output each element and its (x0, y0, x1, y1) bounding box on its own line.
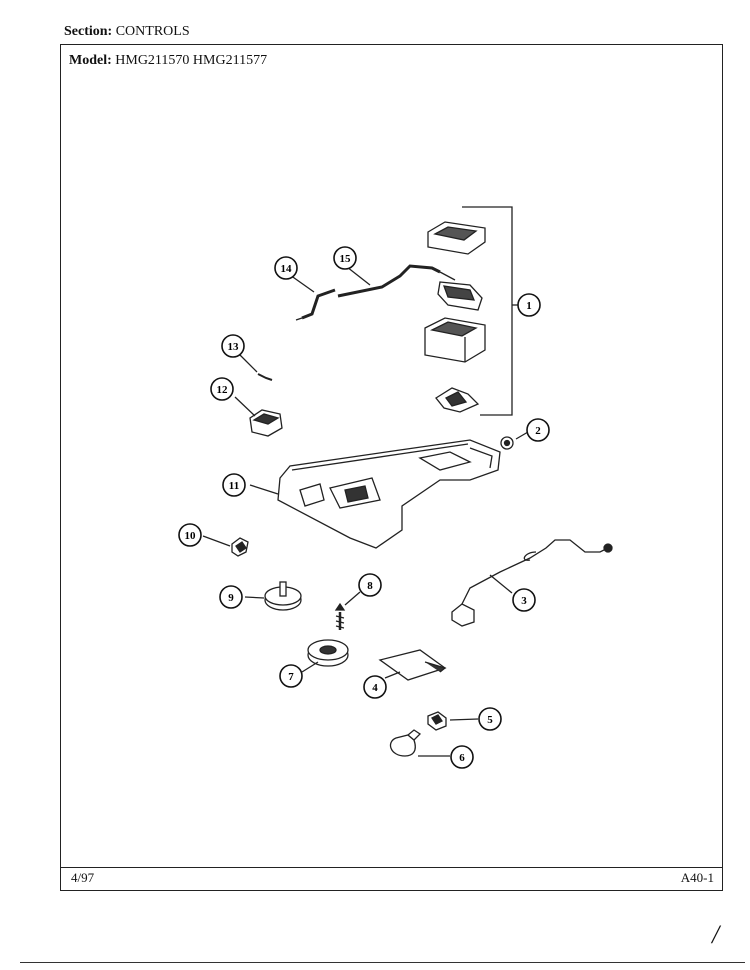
model-label: Model: (69, 53, 112, 68)
callout-circle (333, 246, 357, 270)
callout-number: 4 (372, 682, 378, 694)
page-mark: / (712, 920, 720, 949)
callout-circle (178, 523, 202, 547)
part-3-harness (451, 539, 613, 627)
model-value: HMG211570 HMG211577 (115, 53, 268, 68)
callout-number: 10 (185, 530, 197, 542)
callout-circle (450, 745, 474, 769)
callout-number: 1 (526, 300, 532, 312)
callout-circle (279, 664, 303, 688)
part-12-switch (234, 396, 283, 437)
callout-8: 8 (358, 573, 382, 597)
callout-circle (478, 707, 502, 731)
section-title: Section: CONTROLS (64, 24, 190, 40)
callout-13: 13 (221, 334, 245, 358)
callout-10: 10 (178, 523, 202, 547)
callout-circle (358, 573, 382, 597)
callout-number: 6 (459, 752, 465, 764)
callout-circle (512, 588, 536, 612)
part-1-kit (424, 206, 518, 416)
callout-number: 5 (487, 714, 493, 726)
part-6-bulb (389, 729, 450, 757)
callout-number: 2 (535, 425, 541, 437)
callout-11: 11 (222, 473, 246, 497)
callout-number: 14 (281, 263, 293, 275)
callout-15: 15 (333, 246, 357, 270)
callout-number: 7 (288, 671, 294, 683)
part-10-clip (202, 535, 249, 557)
part-5-socket (427, 711, 479, 731)
footer-divider (61, 867, 722, 868)
callout-circle (221, 334, 245, 358)
callout-5: 5 (478, 707, 502, 731)
part-2-nut (500, 431, 529, 450)
callout-2: 2 (526, 418, 550, 442)
callout-circle (222, 473, 246, 497)
section-label: Section: (64, 24, 113, 39)
callout-number: 12 (217, 384, 229, 396)
callout-circle (517, 293, 541, 317)
callout-number: 15 (340, 253, 352, 265)
callout-number: 8 (367, 580, 373, 592)
footer-page-code: A40-1 (680, 870, 714, 885)
part-15-rod (337, 264, 456, 298)
callout-14: 14 (274, 256, 298, 280)
callout-circle (363, 675, 387, 699)
callout-1: 1 (517, 293, 541, 317)
callout-7: 7 (279, 664, 303, 688)
callout-number: 13 (228, 341, 240, 353)
section-value: CONTROLS (115, 24, 190, 39)
callout-circle (210, 377, 234, 401)
callout-6: 6 (450, 745, 474, 769)
bottom-rule (20, 962, 745, 963)
part-8-screw (334, 591, 361, 630)
model-title: Model: HMG211570 HMG211577 (69, 53, 267, 69)
callout-4: 4 (363, 675, 387, 699)
part-4-plate (378, 649, 447, 681)
part-13-pin (239, 354, 273, 381)
part-11-housing (249, 439, 501, 549)
callout-circle (219, 585, 243, 609)
diagram-frame: Model: HMG211570 HMG211577 4/97 A40-1 (60, 44, 723, 891)
part-14-rod (289, 274, 336, 321)
callout-circle (274, 256, 298, 280)
part-7-knob (301, 639, 349, 673)
callout-number: 9 (228, 592, 234, 604)
callout-3: 3 (512, 588, 536, 612)
part-9-knob (244, 581, 302, 611)
callout-number: 3 (521, 595, 527, 607)
callout-12: 12 (210, 377, 234, 401)
callout-circle (526, 418, 550, 442)
callout-number: 11 (229, 480, 239, 492)
callout-9: 9 (219, 585, 243, 609)
footer-date: 4/97 (71, 870, 95, 885)
